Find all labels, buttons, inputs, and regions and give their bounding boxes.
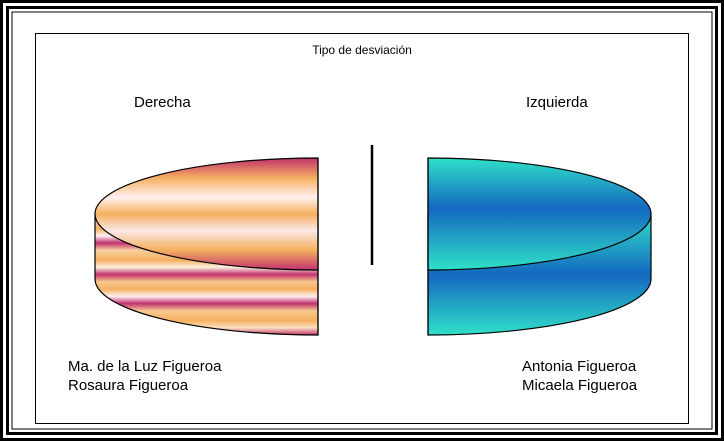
left-half-cylinder [94,157,319,336]
left-label: Derecha [134,94,191,111]
left-name-1: Ma. de la Luz Figueroa [68,358,222,375]
right-names-list: Antonia Figueroa Micaela Figueroa [522,357,637,395]
left-name-2: Rosaura Figueroa [68,377,189,394]
right-label: Izquierda [526,94,588,111]
diagram-title: Tipo de desviación [312,43,412,57]
right-name-2: Micaela Figueroa [522,377,638,394]
left-names-list: Ma. de la Luz Figueroa Rosaura Figueroa [68,357,221,395]
right-name-1: Antonia Figueroa [522,358,637,375]
right-half-cylinder [427,157,652,336]
right-cylinder-top [427,157,652,271]
left-cylinder-top [94,157,319,271]
